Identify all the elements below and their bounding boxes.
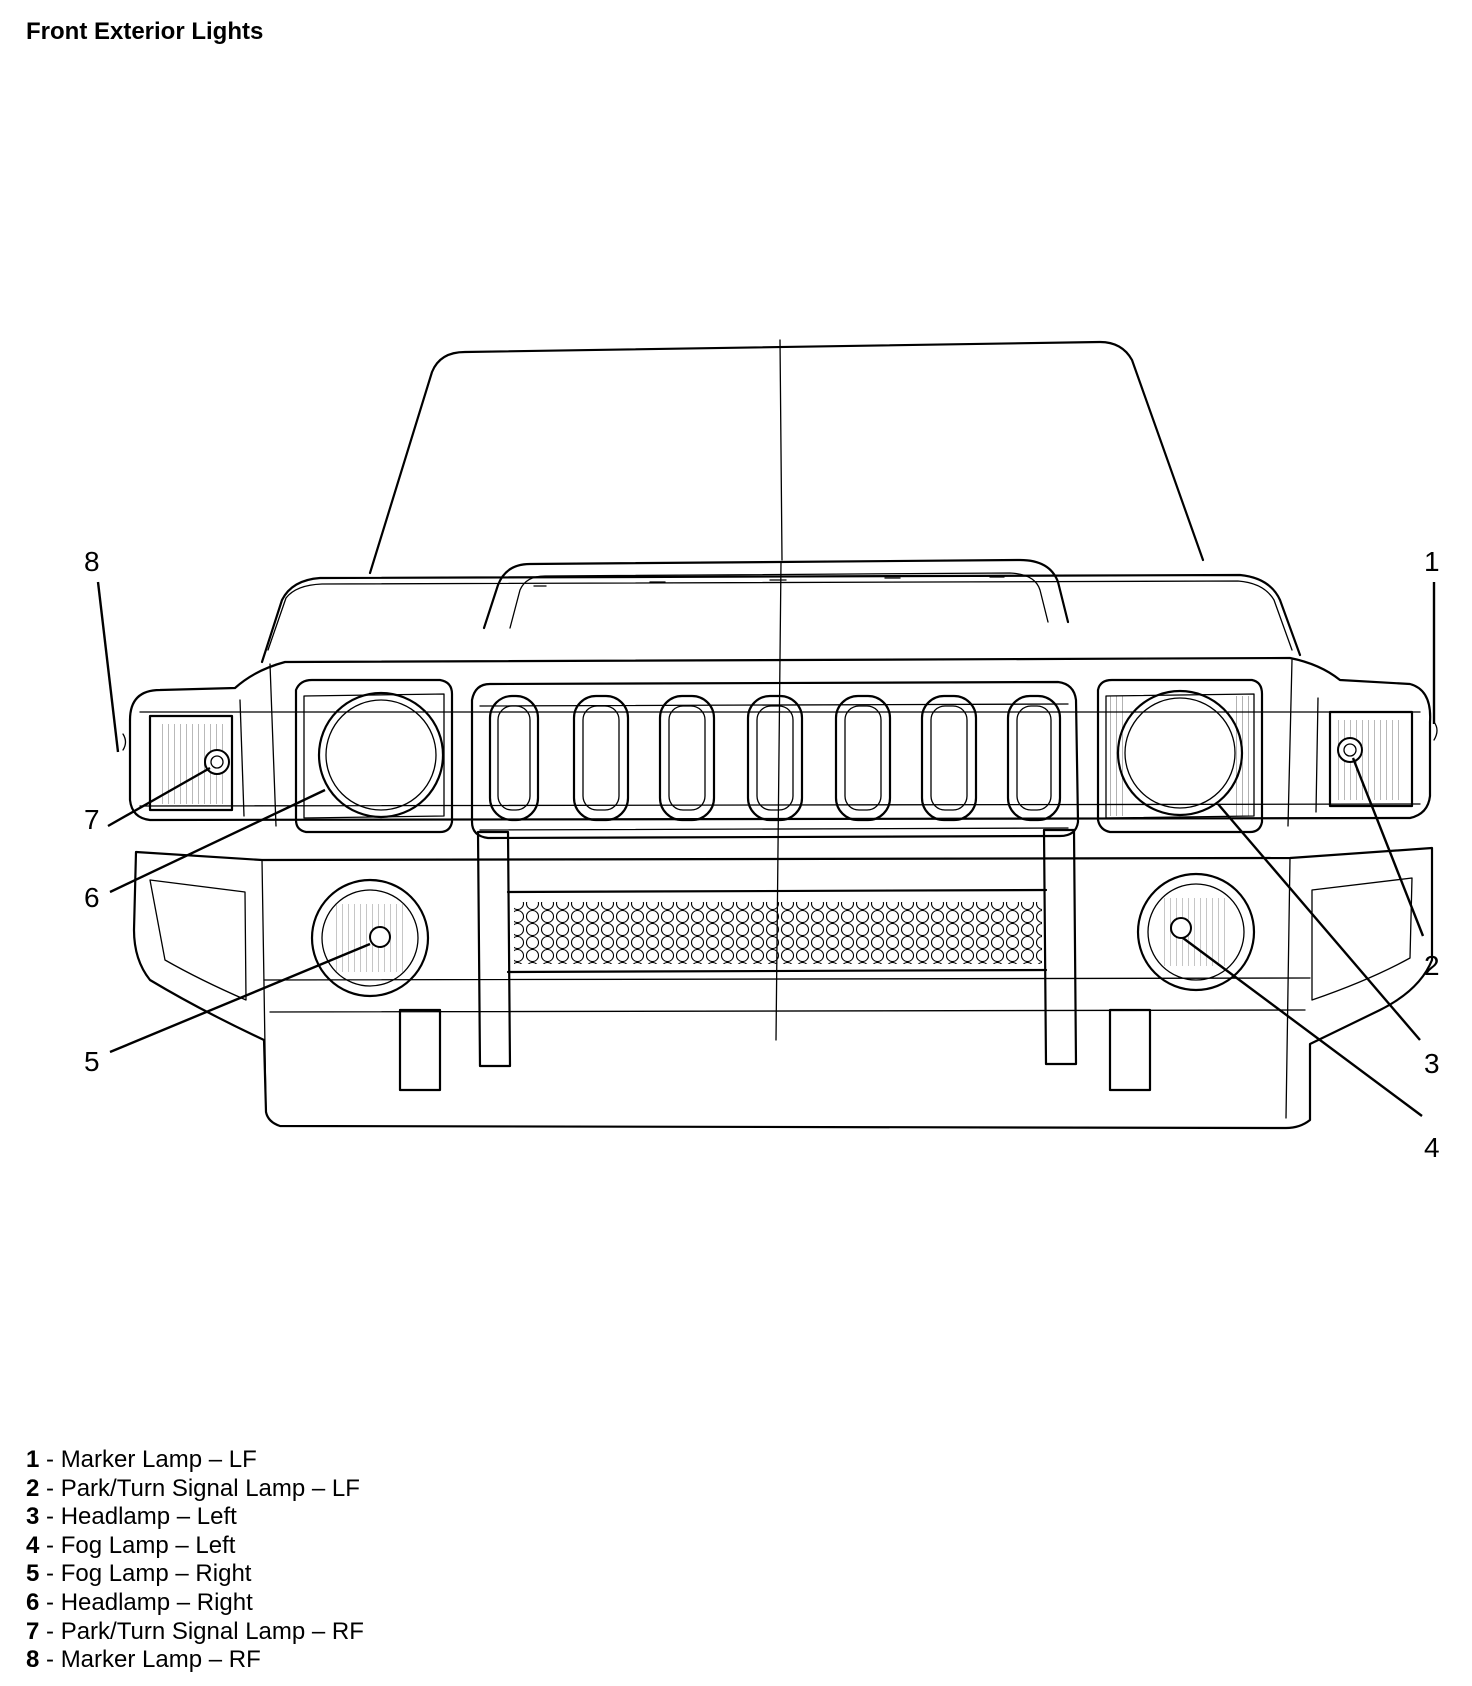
legend-item: 6 - Headlamp – Right: [26, 1589, 364, 1618]
headlamp-right-bezel: [294, 678, 454, 834]
legend-label: Marker Lamp – LF: [60, 1446, 257, 1473]
legend-separator: -: [39, 1531, 61, 1559]
headlamp-left-bezel: [1096, 678, 1264, 834]
diagram-title: Front Exterior Lights: [26, 18, 264, 45]
legend-number: 4: [26, 1531, 40, 1559]
legend-label: Park/Turn Signal Lamp – RF: [60, 1617, 364, 1645]
legend-separator: -: [39, 1617, 61, 1645]
legend-item: 7 - Park/Turn Signal Lamp – RF: [26, 1618, 364, 1647]
park-turn-lamp-lf-housing: [1328, 710, 1438, 808]
fog-lamp-right-housing: [310, 878, 430, 998]
callout-5: 5: [84, 1046, 100, 1077]
legend-number: 7: [26, 1617, 40, 1645]
legend-label: Park/Turn Signal Lamp – LF: [60, 1474, 360, 1502]
legend-item: 1 - Marker Lamp – LF: [26, 1446, 364, 1475]
legend-number: 1: [26, 1446, 40, 1473]
callout-2: 2: [1424, 950, 1440, 981]
fenders: [128, 656, 1432, 827]
legend-label: Fog Lamp – Left: [60, 1531, 236, 1559]
legend-separator: -: [39, 1503, 61, 1531]
callout-6: 6: [84, 882, 100, 913]
legend-label: Marker Lamp – RF: [60, 1646, 261, 1674]
callout-1: 1: [1424, 546, 1440, 577]
legend-number: 5: [26, 1560, 40, 1588]
callout-3: 3: [1424, 1048, 1440, 1079]
legend-number: 8: [26, 1646, 40, 1674]
brush-guard: [476, 828, 1078, 1068]
leader-lines: [96, 581, 1436, 1117]
legend-item: 3 - Headlamp – Left: [26, 1503, 364, 1532]
legend-item: 5 - Fog Lamp – Right: [26, 1560, 364, 1589]
legend-number: 3: [26, 1503, 40, 1531]
legend-item: 4 - Fog Lamp – Left: [26, 1532, 364, 1561]
grille: [470, 680, 1080, 840]
legend-item: 8 - Marker Lamp – RF: [26, 1646, 364, 1675]
hood: [260, 558, 1302, 1041]
legend-label: Headlamp – Right: [60, 1588, 253, 1616]
fog-lamp-left-housing: [1136, 872, 1256, 992]
legend-number: 2: [26, 1474, 40, 1502]
legend-separator: -: [39, 1560, 61, 1588]
legend-label: Fog Lamp – Right: [60, 1560, 252, 1588]
windshield: [368, 339, 1205, 575]
callout-8: 8: [84, 546, 100, 577]
legend-item: 2 - Park/Turn Signal Lamp – LF: [26, 1475, 364, 1504]
park-turn-lamp-rf-housing: [122, 714, 234, 812]
legend-separator: -: [39, 1446, 61, 1473]
callout-7: 7: [84, 804, 100, 835]
legend-label: Headlamp – Left: [60, 1503, 237, 1531]
legend-number: 6: [26, 1588, 40, 1616]
legend-separator: -: [39, 1588, 61, 1616]
legend: 1 - Marker Lamp – LF 2 - Park/Turn Signa…: [26, 1446, 364, 1675]
legend-separator: -: [39, 1646, 61, 1674]
legend-separator: -: [39, 1474, 61, 1502]
callout-4: 4: [1424, 1132, 1440, 1163]
front-bumper: [132, 846, 1434, 1130]
